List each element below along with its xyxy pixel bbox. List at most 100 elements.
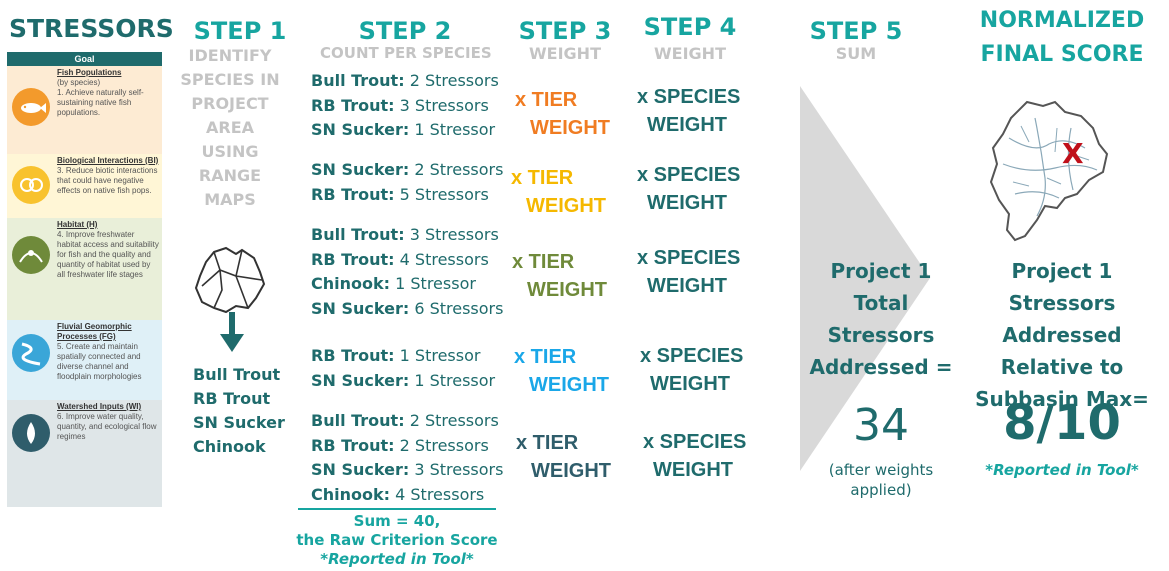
tier-weight-5: x TIER WEIGHT <box>516 429 611 485</box>
count-value: 3 Stressors <box>414 460 504 479</box>
count-value: 5 Stressors <box>399 184 489 204</box>
final-note: *Reported in Tool* <box>985 461 1139 479</box>
species-weight-label: x SPECIES <box>643 431 747 453</box>
goal-body: 5. Create and maintain spatially connect… <box>57 342 142 381</box>
count-value: 2 Stressors <box>399 435 489 455</box>
tier-label: WEIGHT <box>526 195 606 217</box>
species-weight-2: x SPECIES WEIGHT <box>637 161 741 217</box>
goal-title: Watershed Inputs (WI) <box>57 402 142 411</box>
final-label-line: Subbasin Max= <box>975 387 1149 411</box>
final-label-line: Relative to <box>1000 355 1124 379</box>
step4-title: STEP 4 <box>643 13 737 41</box>
step1-subtitle-line: IDENTIFY <box>188 46 272 65</box>
count-value: 2 Stressors <box>409 411 499 430</box>
species-weight-label: x SPECIES <box>637 86 741 108</box>
sum-divider <box>298 508 496 510</box>
count-species: RB Trout: <box>311 184 395 204</box>
count-value: 2 Stressors <box>409 71 499 90</box>
step1-subtitle-line: AREA <box>205 118 254 137</box>
final-title-line: FINAL SCORE <box>980 42 1144 67</box>
tier-label: WEIGHT <box>527 279 607 301</box>
step2-sum: Sum = 40, the Raw Criterion Score *Repor… <box>290 512 504 569</box>
goal-row-fluvial-geomorphic: Fluvial Geomorphic Processes (FG)5. Crea… <box>7 320 162 400</box>
count-species: SN Sucker: <box>311 460 410 479</box>
species-weight-1: x SPECIES WEIGHT <box>637 83 741 139</box>
step3-title: STEP 3 <box>518 17 612 45</box>
species-weight-label: WEIGHT <box>647 192 727 214</box>
count-species: SN Sucker: <box>311 298 410 318</box>
step5-note: (after weights applied) <box>806 460 956 500</box>
final-label: Project 1 Stressors Addressed Relative t… <box>955 255 1169 415</box>
species-weight-label: WEIGHT <box>653 459 733 481</box>
tier-label: WEIGHT <box>530 117 610 139</box>
step1-subtitle-line: USING <box>201 142 259 161</box>
count-species: Bull Trout: <box>311 225 405 244</box>
step1-title: STEP 1 <box>193 17 287 45</box>
step5-label-line: Addressed = <box>809 355 953 379</box>
goal-body: 3. Reduce biotic interactions that could… <box>57 166 158 195</box>
count-value: 1 Stressor <box>414 120 496 139</box>
tier-weight-1: x TIER WEIGHT <box>515 86 610 142</box>
habitat-icon <box>12 236 50 274</box>
count-species: RB Trout: <box>311 95 395 115</box>
tier-label: x TIER <box>515 89 578 111</box>
goal-row-watershed-inputs: Watershed Inputs (WI)6. Improve water qu… <box>7 400 162 507</box>
step5-title: STEP 5 <box>809 17 903 45</box>
count-value: 4 Stressors <box>399 249 489 269</box>
stressors-title: STRESSORS <box>9 14 174 43</box>
goal-title: Biological Interactions (BI) <box>57 156 159 165</box>
step3-subtitle: WEIGHT <box>529 44 601 63</box>
final-title-line: NORMALIZED <box>979 8 1145 33</box>
goal-body: 6. Improve water quality, quantity, and … <box>57 412 157 441</box>
goal-row-habitat: Habitat (H)4. Improve freshwater habitat… <box>7 218 162 320</box>
tier-label: x TIER <box>512 251 575 273</box>
species-item: RB Trout <box>193 389 271 408</box>
species-item: SN Sucker <box>193 413 285 432</box>
count-species: RB Trout: <box>311 435 395 455</box>
down-arrow-icon <box>220 312 244 352</box>
tier-label: WEIGHT <box>531 460 611 482</box>
goal-body: (by species) 1. Achieve naturally self-s… <box>57 78 144 117</box>
goal-row-biological-interactions: Biological Interactions (BI)3. Reduce bi… <box>7 154 162 218</box>
count-species: Chinook: <box>311 484 391 504</box>
tier-label: x TIER <box>511 167 574 189</box>
species-weight-5: x SPECIES WEIGHT <box>643 428 747 484</box>
count-value: 3 Stressors <box>399 95 489 115</box>
species-weight-label: x SPECIES <box>637 247 741 269</box>
step5-subtitle: SUM <box>835 44 877 63</box>
count-species: Bull Trout: <box>311 71 405 90</box>
count-species: Chinook: <box>311 274 391 293</box>
step5-value: 34 <box>853 400 909 451</box>
step4-subtitle: WEIGHT <box>654 44 726 63</box>
goal-panel-header: Goal <box>7 52 162 66</box>
count-value: 1 Stressor <box>414 370 496 390</box>
species-weight-label: WEIGHT <box>647 114 727 136</box>
project-area-map-icon <box>194 246 266 314</box>
species-weight-label: x SPECIES <box>637 164 741 186</box>
species-item: Chinook <box>193 437 266 456</box>
step5-note-line: (after weights <box>828 461 934 479</box>
count-group-2: SN Sucker: 2 Stressors RB Trout: 5 Stres… <box>311 158 503 207</box>
count-species: RB Trout: <box>311 249 395 269</box>
step2-subtitle: COUNT PER SPECIES <box>320 44 492 62</box>
step5-label-line: Total <box>853 291 909 315</box>
fish-icon <box>12 88 50 126</box>
goal-row-fish-populations: Fish Populations(by species) 1. Achieve … <box>7 66 162 154</box>
count-value: 4 Stressors <box>395 484 485 504</box>
count-value: 6 Stressors <box>414 298 504 318</box>
count-group-3: Bull Trout: 3 Stressors RB Trout: 4 Stre… <box>311 223 503 321</box>
step1-subtitle-line: RANGE <box>198 166 262 185</box>
final-value: 8/10 <box>1003 395 1121 451</box>
sum-line: the Raw Criterion Score <box>296 531 498 549</box>
count-group-1: Bull Trout: 2 Stressors RB Trout: 3 Stre… <box>311 69 499 143</box>
tier-weight-3: x TIER WEIGHT <box>512 248 607 304</box>
species-weight-label: x SPECIES <box>640 345 744 367</box>
goal-title: Fluvial Geomorphic Processes (FG) <box>57 322 132 341</box>
count-species: SN Sucker: <box>311 160 410 179</box>
goal-body: 4. Improve freshwater habitat access and… <box>57 230 159 279</box>
species-item: Bull Trout <box>193 365 281 384</box>
step1-subtitle-line: SPECIES IN <box>180 70 280 89</box>
tier-weight-2: x TIER WEIGHT <box>511 164 606 220</box>
count-value: 1 Stressor <box>395 274 476 293</box>
tier-weight-4: x TIER WEIGHT <box>514 343 609 399</box>
